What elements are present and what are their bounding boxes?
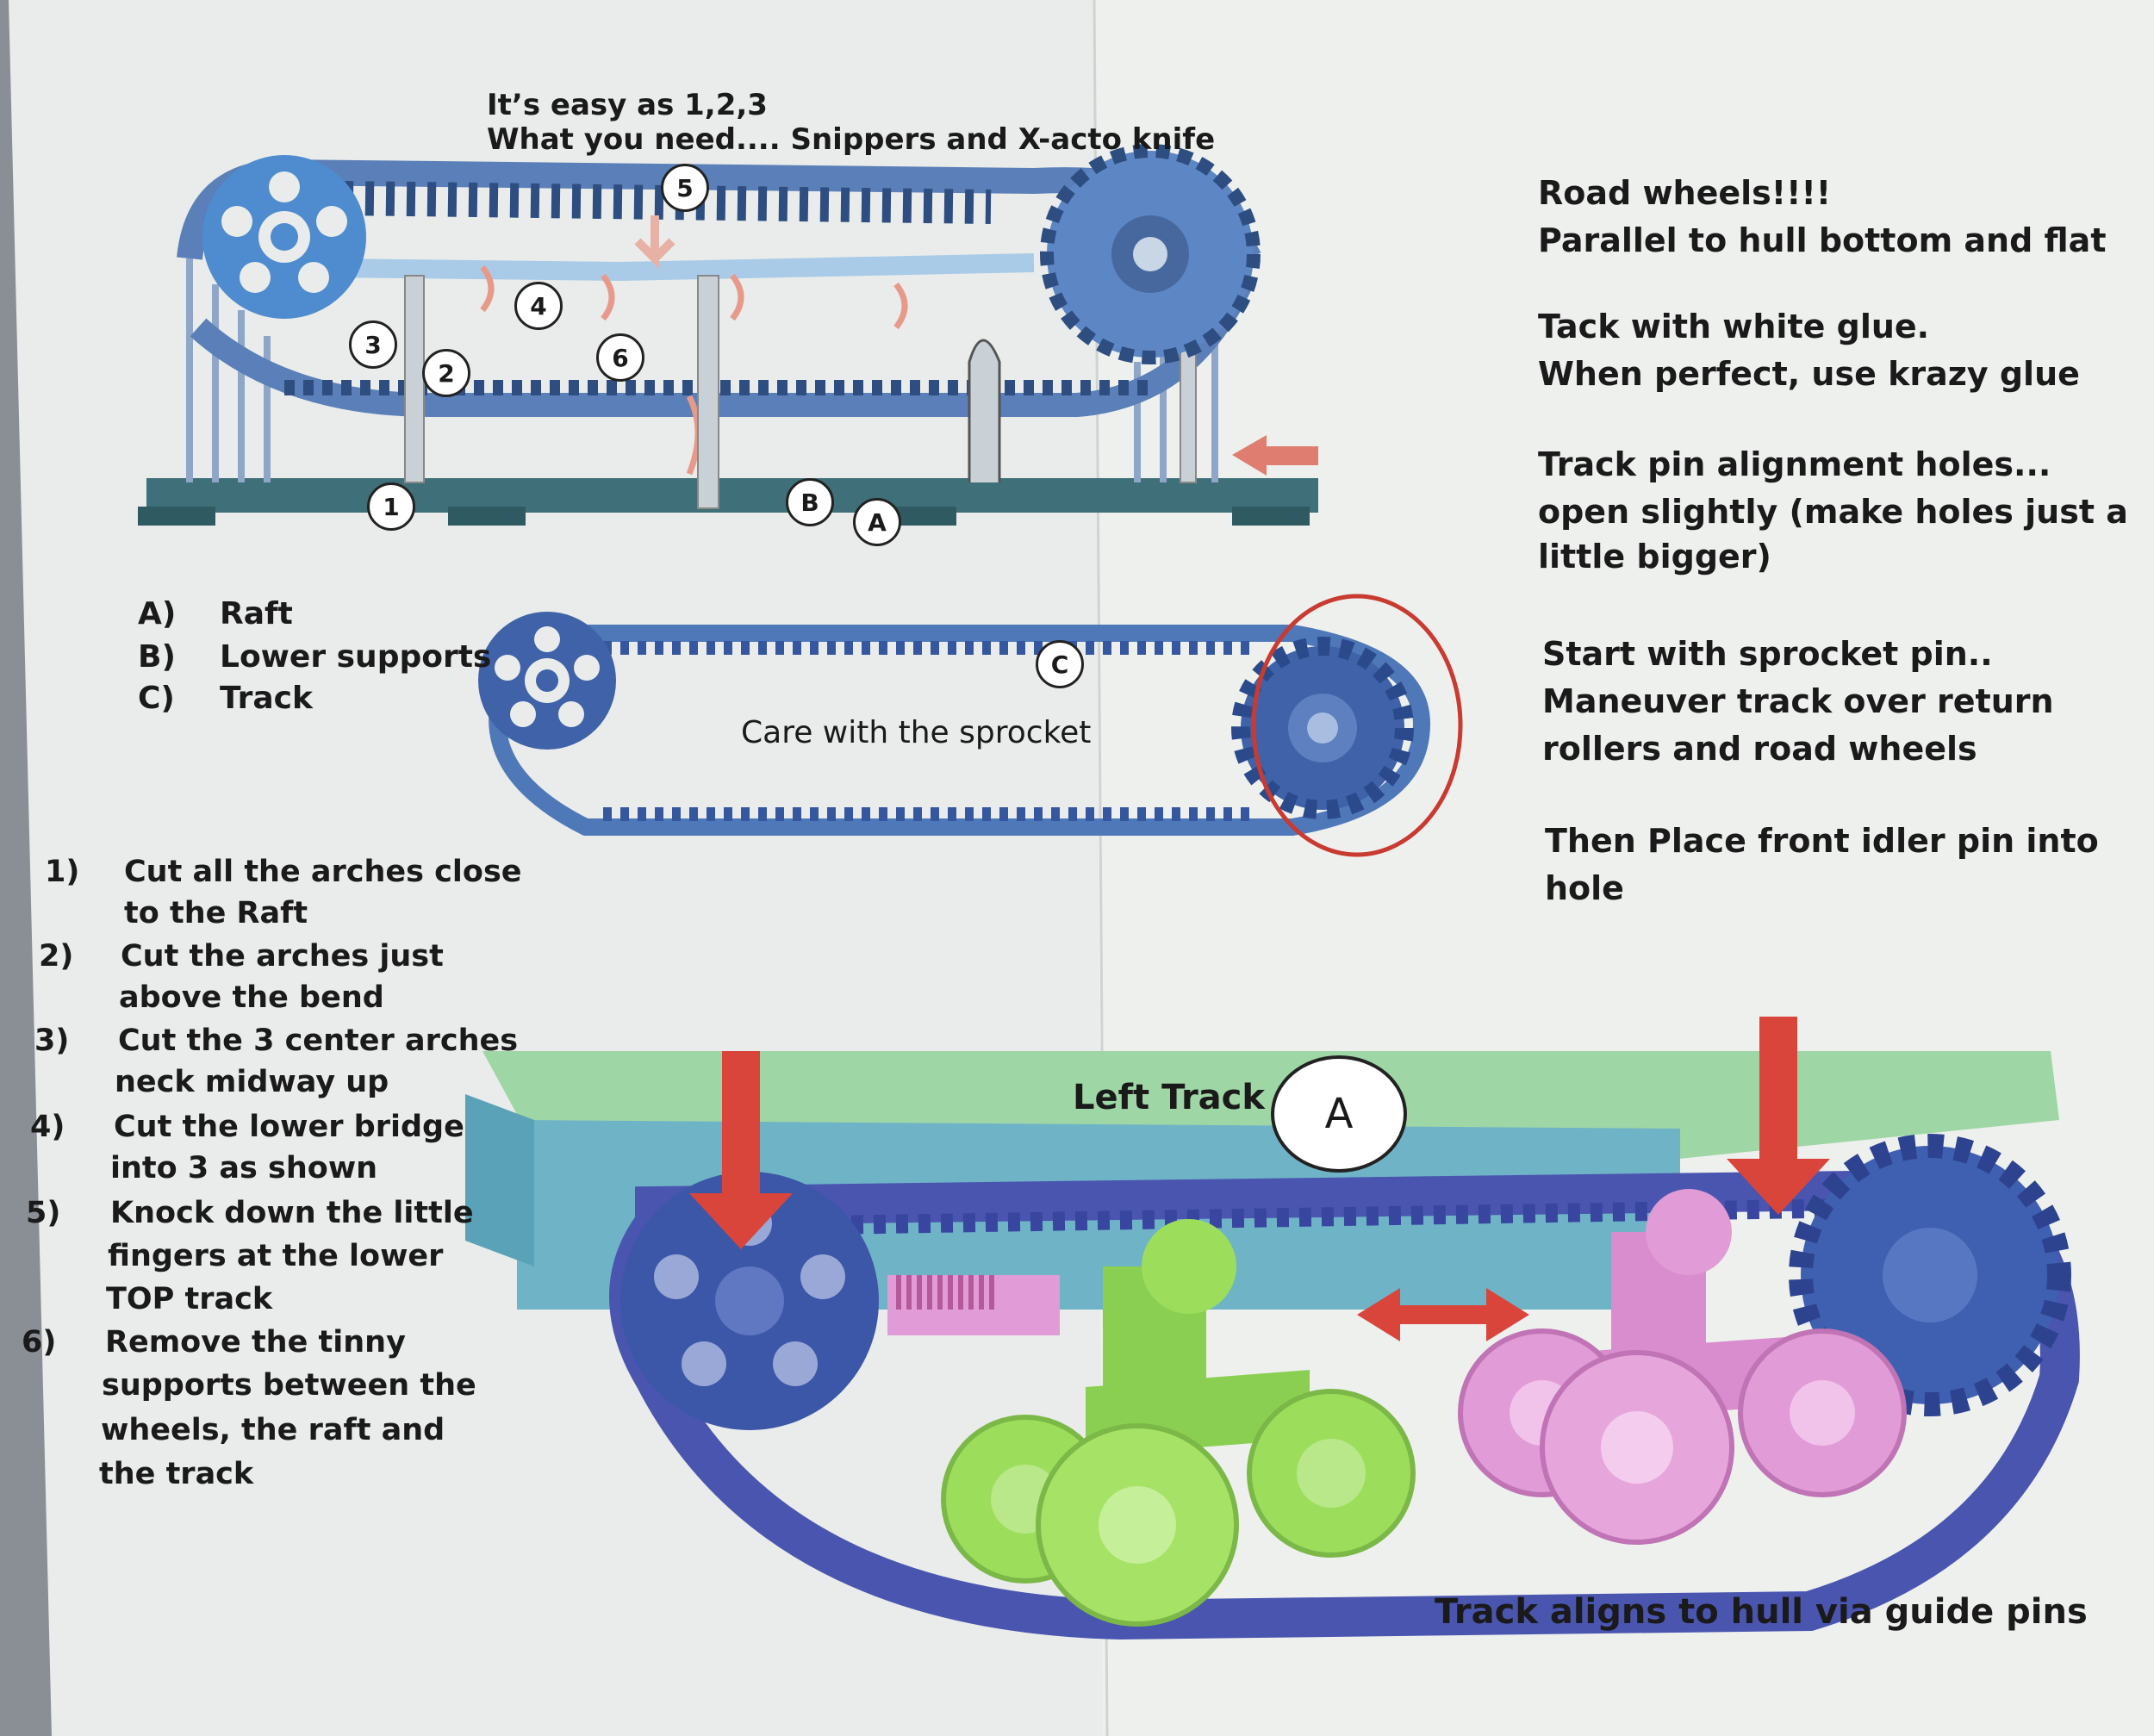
note-bigger: little bigger) [1538, 538, 1771, 576]
note-rollers: rollers and road wheels [1542, 730, 1977, 768]
step-text: Knock down the little [110, 1196, 474, 1230]
caption-sprocket: Care with the sprocket [741, 715, 1092, 750]
track-loop-teeth [603, 641, 1249, 821]
header-line-2: What you need.... Snippers and X-acto kn… [487, 122, 1216, 157]
callout-A: A [853, 498, 901, 546]
legend-key-c: C) [138, 681, 175, 716]
track-loop-diagram [478, 594, 1463, 857]
legend-key-b: B) [138, 639, 176, 675]
caption-left-track: Left Track [1073, 1078, 1265, 1117]
lower-bridge [258, 253, 1035, 282]
step-text: fingers at the lower [108, 1239, 444, 1273]
callout-1: 1 [367, 482, 415, 531]
raft-foot [1232, 507, 1310, 526]
front-idler-wheel [620, 1172, 879, 1430]
step-text: into 3 as shown [110, 1151, 378, 1185]
step-text: above the bend [119, 980, 384, 1015]
step-text: the track [99, 1457, 254, 1491]
sprocket-top [1040, 144, 1261, 364]
red-double-arrow [1357, 1288, 1529, 1341]
note-perfect: When perfect, use krazy glue [1538, 355, 2080, 393]
raft [146, 478, 1318, 513]
red-arrow-down-left [689, 1051, 793, 1249]
callout-B: B [786, 478, 834, 526]
pink-bogie [1458, 1189, 1907, 1545]
idler-wheel-top [202, 155, 366, 319]
step-text: neck midway up [115, 1065, 389, 1099]
legend-label-raft: Raft [220, 596, 293, 632]
step-number: 6) [22, 1325, 57, 1360]
arch [968, 339, 1001, 482]
green-bogie [941, 1219, 1416, 1627]
red-arrow-down-right [1727, 1017, 1830, 1215]
upper-track-teeth [344, 181, 992, 224]
raft-foot [138, 507, 215, 526]
step-number: 3) [34, 1024, 70, 1058]
note-tack: Tack with white glue. [1538, 308, 1930, 345]
header-line-1: It’s easy as 1,2,3 [487, 88, 768, 122]
loop-sprocket [1231, 637, 1414, 819]
step-number: 4) [30, 1110, 65, 1144]
hull-glacis [465, 1094, 534, 1266]
callout-2: 2 [422, 349, 470, 397]
note-maneuver: Maneuver track over return [1542, 682, 2054, 720]
step-text: Cut the 3 center arches [118, 1024, 519, 1058]
arch [404, 275, 425, 483]
step-text: Cut the arches just [121, 939, 444, 974]
note-hole: hole [1545, 869, 1624, 907]
note-pin-holes: Track pin alignment holes... [1538, 445, 2051, 483]
caption-guide-pins: Track aligns to hull via guide pins [1435, 1592, 2088, 1632]
note-open-slightly: open slightly (make holes just a [1538, 493, 2128, 531]
hull-track-teeth [671, 1197, 1965, 1237]
printed-track-diagram [138, 144, 1318, 526]
callout-6: 6 [596, 333, 644, 382]
callout-5: 5 [661, 164, 709, 212]
arch [697, 275, 719, 509]
callout-3: 3 [349, 320, 397, 369]
step-text: Cut the lower bridge [114, 1110, 464, 1144]
step-text: Cut all the arches close [124, 855, 522, 889]
arrow-down-marker [634, 215, 675, 270]
step-text: Remove the tinny [105, 1325, 406, 1360]
arrow-left-marker [1232, 435, 1318, 476]
legend-label-track: Track [220, 681, 313, 716]
step-number: 1) [45, 855, 80, 889]
note-road-wheels: Road wheels!!!! [1538, 174, 1832, 212]
sprocket-highlight-circle [1251, 594, 1463, 857]
hull-assembly [465, 1017, 2080, 1640]
callout-C: C [1036, 640, 1084, 688]
callout-big-A: A [1271, 1055, 1407, 1173]
drive-sprocket [1789, 1134, 2071, 1416]
step-number: 5) [26, 1196, 61, 1230]
note-start: Start with sprocket pin.. [1542, 635, 1993, 673]
step-text: supports between the [102, 1368, 476, 1403]
step-number: 2) [39, 939, 74, 974]
step-text: TOP track [106, 1282, 273, 1316]
callout-4: 4 [514, 282, 563, 330]
note-then-place: Then Place front idler pin into [1545, 822, 2099, 860]
step-text: to the Raft [124, 896, 308, 930]
loop-idler-wheel [478, 612, 616, 750]
step-text: wheels, the raft and [101, 1413, 445, 1447]
legend-label-lower-supports: Lower supports [220, 639, 492, 675]
raft-foot [448, 507, 526, 526]
legend-key-a: A) [138, 596, 177, 632]
note-parallel: Parallel to hull bottom and flat [1538, 221, 2107, 259]
